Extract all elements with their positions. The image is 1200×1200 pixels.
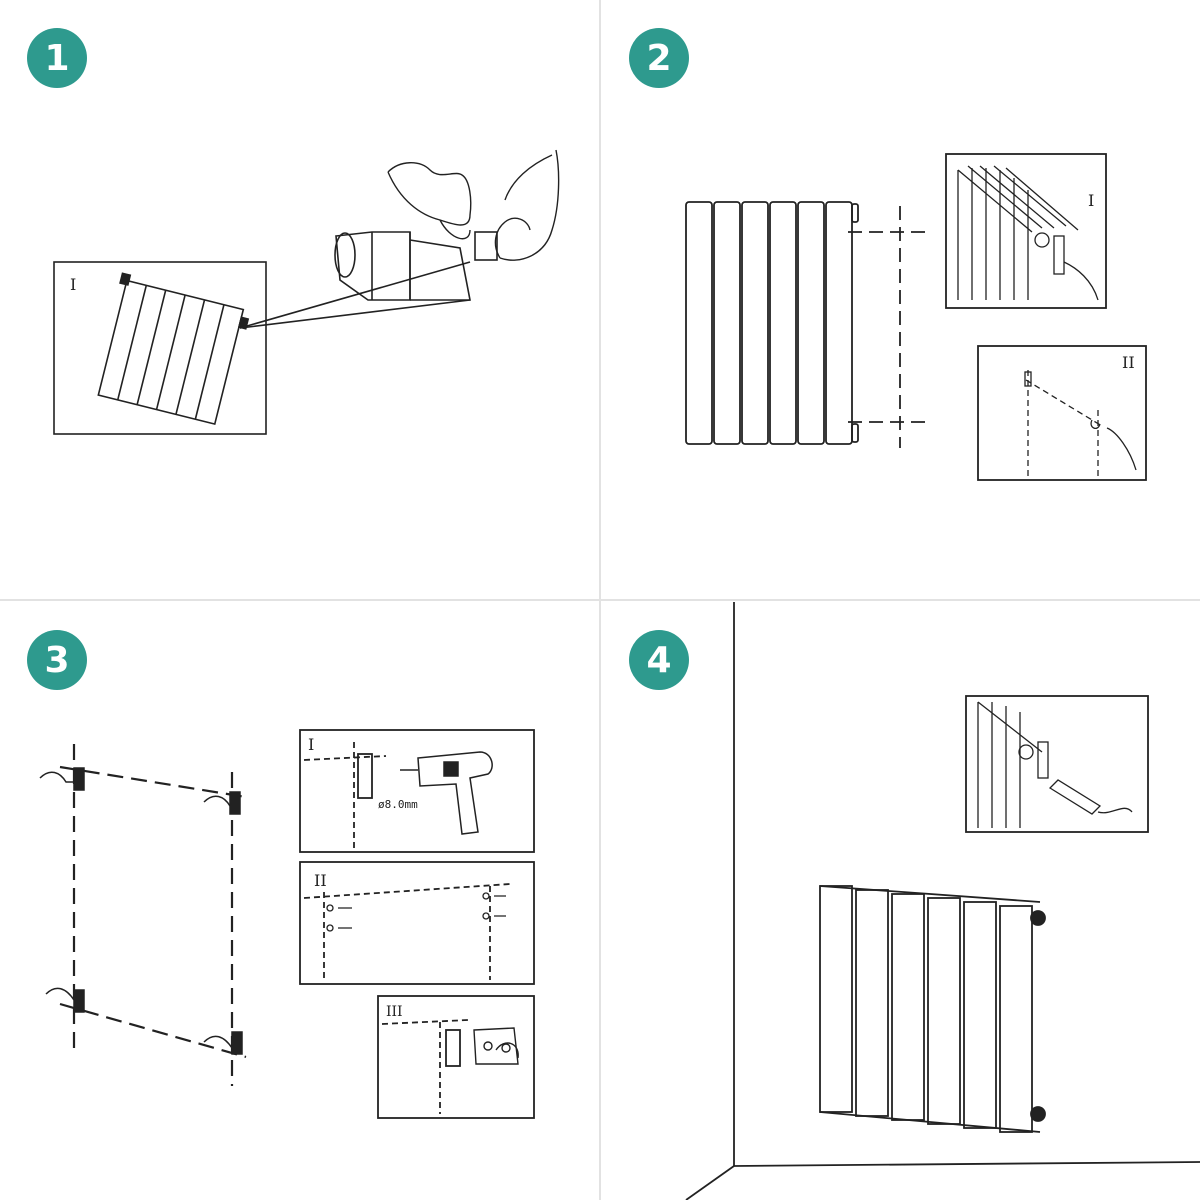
mounted-radiator-icon [819, 885, 1046, 1133]
tilted-radiator-icon [97, 272, 250, 426]
step-3-badge: 3 [27, 630, 87, 690]
wrench-tightening-icon [977, 701, 1133, 828]
step-2-inset-2-label: II [1122, 353, 1135, 372]
step-2-inset-1-label: I [1088, 191, 1094, 210]
drill-size-label: ø8.0mm [378, 798, 418, 811]
hands-icon [387, 149, 560, 261]
step-4-inset-frame [965, 695, 1149, 833]
step-1-inset-frame [53, 261, 267, 435]
mounting-guide-lines [848, 206, 932, 448]
step-3-panel: 3 I ø8.0mm [0, 602, 598, 1200]
step-1-badge: 1 [27, 28, 87, 88]
step-4-illustration [685, 602, 1200, 1200]
step-4-badge: 4 [629, 630, 689, 690]
wall-bracket-icon [39, 767, 243, 1055]
step-4-panel: 4 [602, 602, 1200, 1200]
drill-icon [400, 751, 493, 835]
radiator-side-bracket-icon [957, 165, 1099, 301]
spirit-level-marking-icon [1024, 370, 1137, 476]
step-2-panel: 2 I [602, 0, 1200, 598]
wall-plug-icon [326, 892, 506, 932]
valve-closeup-icon [334, 231, 498, 301]
step-2-badge: 2 [629, 28, 689, 88]
step-2-inset-2-frame [977, 345, 1147, 481]
step-1-inset-label: I [70, 275, 76, 294]
step-1-panel: 1 I [0, 0, 598, 598]
step-2-inset-1-frame [945, 153, 1107, 309]
mounted-bracket-icon [473, 1027, 519, 1065]
radiator-front-icon [685, 201, 859, 445]
step-3-inset-3-frame [377, 995, 535, 1119]
step-2-illustration: I II [685, 153, 1147, 481]
step-3-inset-1-label: I [308, 735, 314, 754]
step-3-inset-2-label: II [314, 871, 327, 890]
step-3-inset-3-label: III [386, 1004, 403, 1020]
step-3-illustration: I ø8.0mm II III [39, 729, 535, 1119]
horizontal-divider [0, 599, 1200, 601]
step-1-illustration: I [53, 149, 560, 435]
drill-layout-lines [59, 744, 247, 1086]
step-3-inset-1-frame [299, 729, 535, 853]
step-3-inset-2-frame [299, 861, 535, 985]
room-corner-lines [685, 602, 1200, 1200]
